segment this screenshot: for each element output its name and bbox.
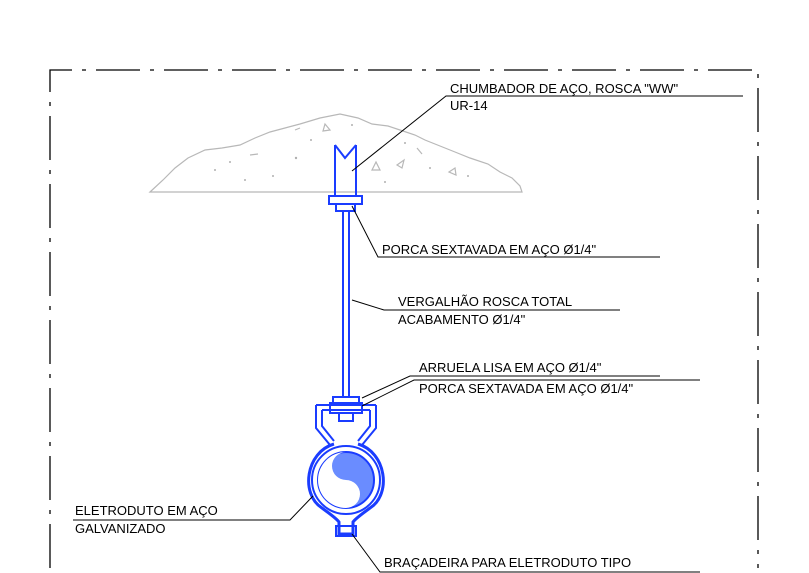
label-rod-line1: VERGALHÃO ROSCA TOTAL xyxy=(398,294,572,309)
label-conduit-line2: GALVANIZADO xyxy=(75,521,166,536)
label-conduit-line1: ELETRODUTO EM AÇO xyxy=(75,503,218,518)
label-anchor-line1: CHUMBADOR DE AÇO, ROSCA "WW" xyxy=(450,81,678,96)
pipe-clamp xyxy=(307,404,385,537)
label-rod-line2: ACABAMENTO Ø1/4" xyxy=(398,312,526,327)
concrete-ceiling xyxy=(148,113,523,193)
threaded-rod xyxy=(342,211,350,397)
callout-labels: CHUMBADOR DE AÇO, ROSCA "WW" UR-14 PORCA… xyxy=(75,81,678,570)
top-hex-nut xyxy=(328,195,363,212)
label-clamp: BRAÇADEIRA PARA ELETRODUTO TIPO xyxy=(384,555,631,570)
steel-conduit xyxy=(311,445,381,515)
label-washer: ARRUELA LISA EM AÇO Ø1/4" xyxy=(419,360,602,375)
drawing-frame xyxy=(49,69,759,568)
leader-lines xyxy=(73,95,743,573)
label-nut-top: PORCA SEXTAVADA EM AÇO Ø1/4" xyxy=(382,242,597,257)
label-anchor-line2: UR-14 xyxy=(450,98,488,113)
washer-and-bottom-nut xyxy=(329,396,363,422)
label-nut-bottom: PORCA SEXTAVADA EM AÇO Ø1/4" xyxy=(419,381,634,396)
